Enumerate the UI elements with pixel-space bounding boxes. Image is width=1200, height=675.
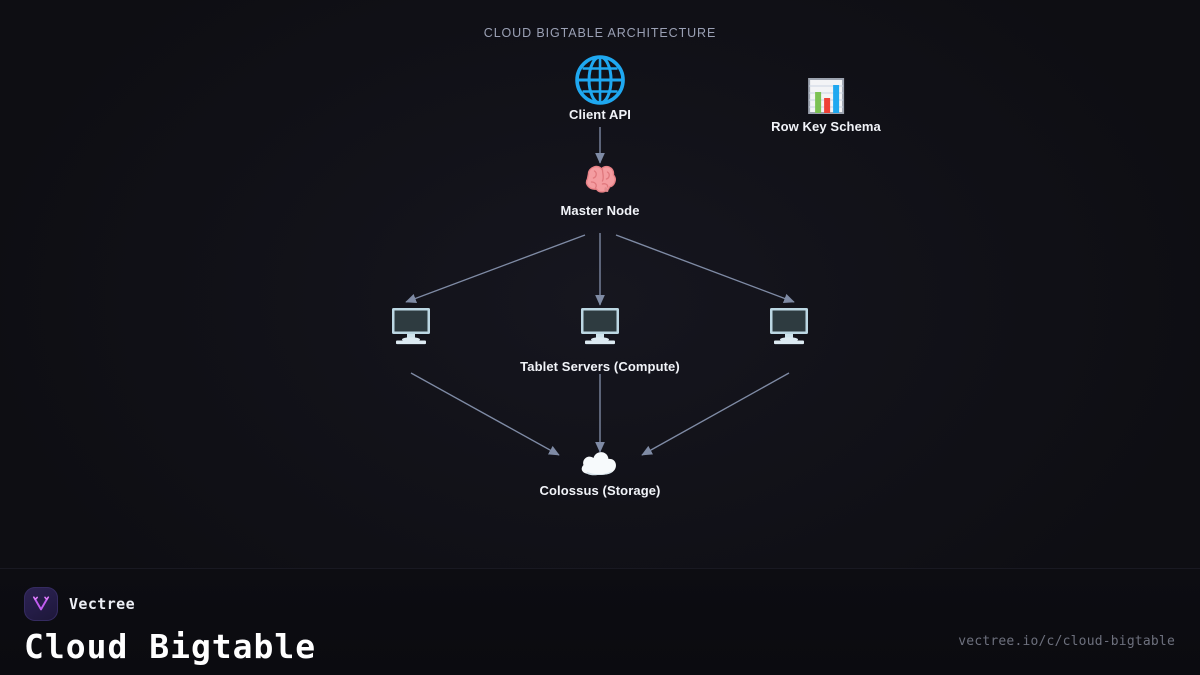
node-row-key-schema[interactable]: Row Key Schema: [771, 74, 881, 136]
node-client-api[interactable]: Client API: [569, 54, 631, 124]
node-label: Colossus (Storage): [539, 483, 661, 498]
desktop-computer-icon: [577, 300, 623, 346]
edge-tablet-left-to-colossus: [410, 372, 560, 456]
footer-url: vectree.io/c/cloud-bigtable: [958, 634, 1175, 649]
node-label: Tablet Servers (Compute): [520, 359, 680, 374]
architecture-diagram: CLOUD BIGTABLE ARCHITECTURE: [388, 26, 881, 500]
node-master-node[interactable]: Master Node: [560, 158, 639, 220]
desktop-computer-icon: [766, 300, 812, 346]
node-tablet-server-3[interactable]: [766, 300, 812, 346]
bar-chart-icon: [771, 74, 881, 118]
vectree-v-logo: [24, 587, 58, 621]
brand-row: Vectree: [24, 587, 135, 621]
diagram-title: CLOUD BIGTABLE ARCHITECTURE: [483, 26, 717, 40]
node-tablet-server-2[interactable]: [577, 300, 623, 346]
globe-icon: [569, 54, 631, 106]
page-title: Cloud Bigtable: [24, 627, 317, 666]
edge-master-to-tablet-left: [405, 234, 586, 304]
node-tablet-servers-group: Tablet Servers (Compute): [520, 358, 680, 376]
footer-bar: Vectree Cloud Bigtable vectree.io/c/clou…: [0, 568, 1200, 675]
node-colossus-storage[interactable]: Colossus (Storage): [540, 442, 661, 500]
node-label: Master Node: [560, 203, 640, 218]
diagram-edges: [405, 127, 795, 456]
brand-name: Vectree: [69, 595, 136, 613]
edge-tablet-right-to-colossus: [641, 372, 790, 456]
node-label: Client API: [569, 107, 631, 122]
node-tablet-server-1[interactable]: [388, 300, 434, 346]
brain-icon: [560, 158, 639, 202]
node-label: Row Key Schema: [771, 119, 881, 134]
edge-master-to-tablet-right: [615, 234, 795, 304]
cloud-icon: [540, 442, 661, 482]
desktop-computer-icon: [388, 300, 434, 346]
